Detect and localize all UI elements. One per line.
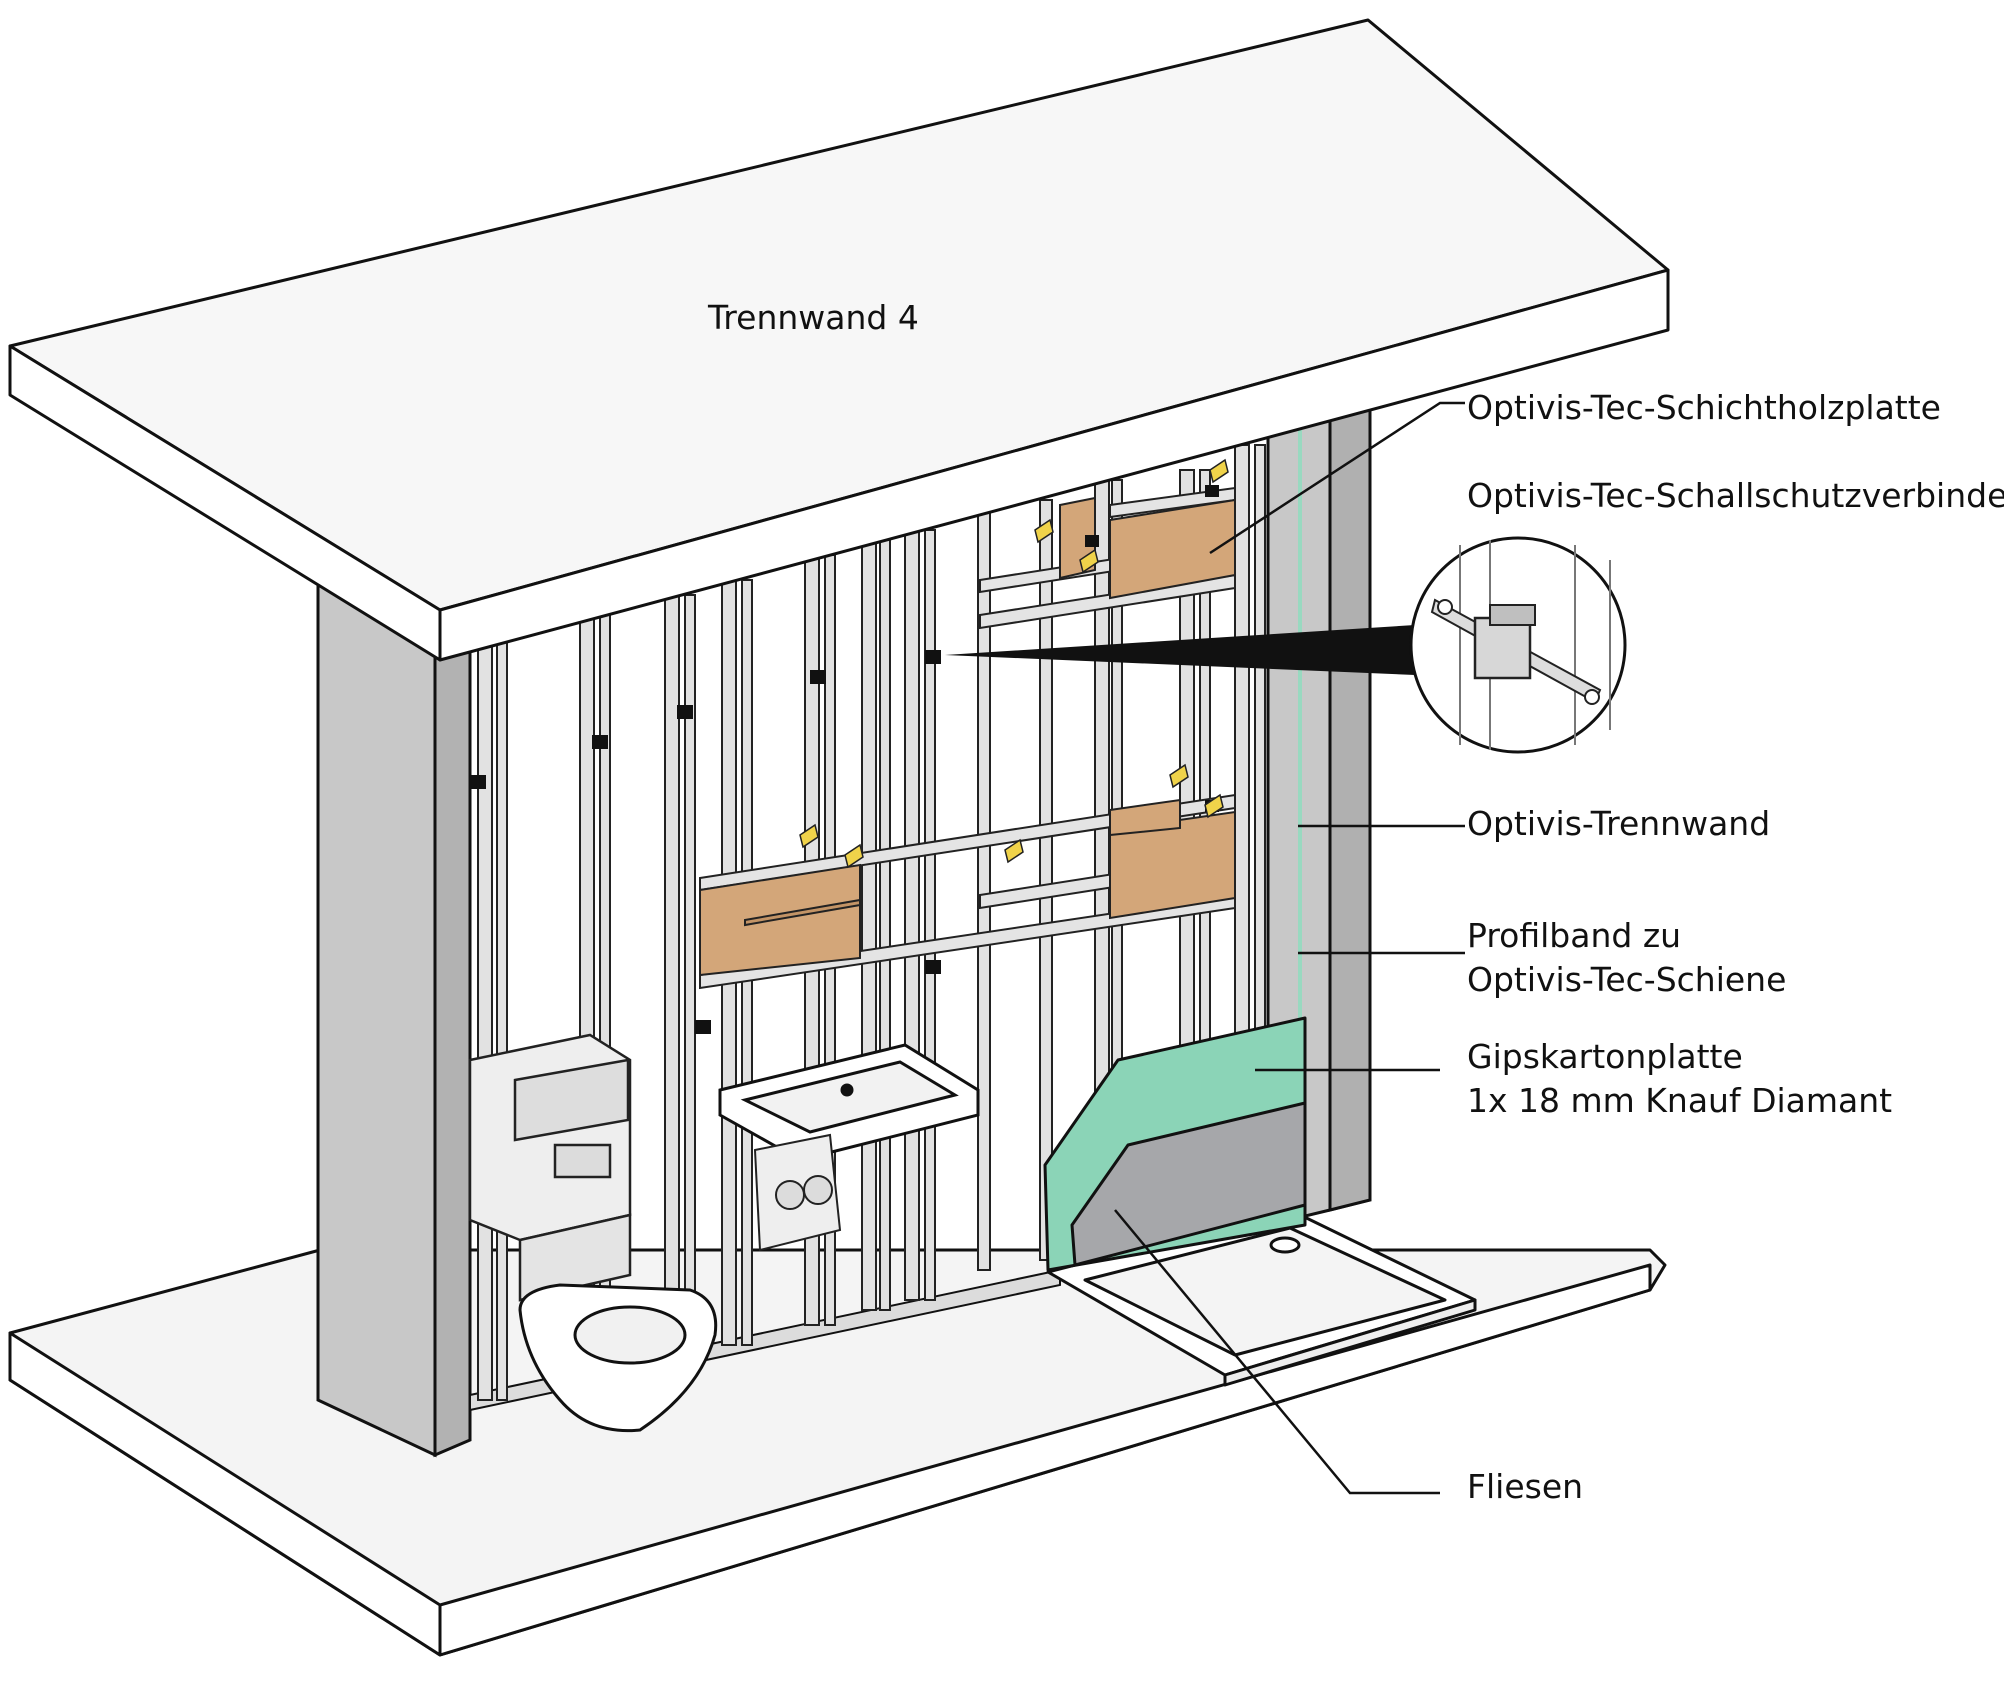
stud [1039, 499, 1053, 1261]
wood-boards [699, 496, 1236, 977]
stud [664, 594, 680, 1361]
gypsum-board [1043, 1016, 1307, 1272]
left-column [316, 567, 472, 1458]
label-gipskarton-line1: Gipskartonplatte [1467, 1037, 1743, 1076]
stud [879, 539, 891, 1311]
label-profilband-line1: Profilband zu [1467, 916, 1682, 955]
stud [861, 539, 877, 1311]
label-gipskarton-line2: 1x 18 mm Knauf Diamant [1467, 1081, 1893, 1120]
wc-bowl [518, 1283, 718, 1433]
label-profilband: Profilband zu Optivis-Tec-Schiene [1467, 914, 1786, 1002]
label-profilband-line2: Optivis-Tec-Schiene [1467, 960, 1787, 999]
wood-board [1109, 798, 1181, 837]
wc-element [468, 1033, 632, 1302]
wood-board [1109, 498, 1236, 600]
label-schallschutzverbinder: Optivis-Tec-Schallschutzverbinder [1467, 476, 2004, 515]
detail-circle [1409, 536, 1627, 754]
leader-fliesen [1114, 1209, 1440, 1495]
washbasin-frame [753, 1133, 842, 1252]
stud [496, 639, 508, 1401]
wood-board [699, 863, 861, 977]
stud [477, 639, 493, 1401]
leader-lines [1114, 401, 1465, 1495]
washbasin [718, 1043, 980, 1162]
connector-icon [1473, 616, 1532, 680]
diagram-title: Trennwand 4 [708, 298, 919, 337]
ceiling-slab [8, 18, 1670, 662]
label-trennwand: Optivis-Trennwand [1467, 804, 1771, 843]
leader-schichtholzplatte [1209, 401, 1465, 555]
label-schichtholzplatte: Optivis-Tec-Schichtholzplatte [1467, 388, 1941, 427]
stud [924, 529, 936, 1301]
wood-board [1109, 810, 1236, 920]
label-fliesen: Fliesen [1467, 1467, 1584, 1506]
zoom-wedge [945, 625, 1415, 675]
label-gipskarton: Gipskartonplatte 1x 18 mm Knauf Diamant [1467, 1035, 1892, 1123]
yellow-brackets [799, 458, 1229, 869]
sound-connectors [470, 485, 1219, 1034]
stud [904, 529, 920, 1301]
